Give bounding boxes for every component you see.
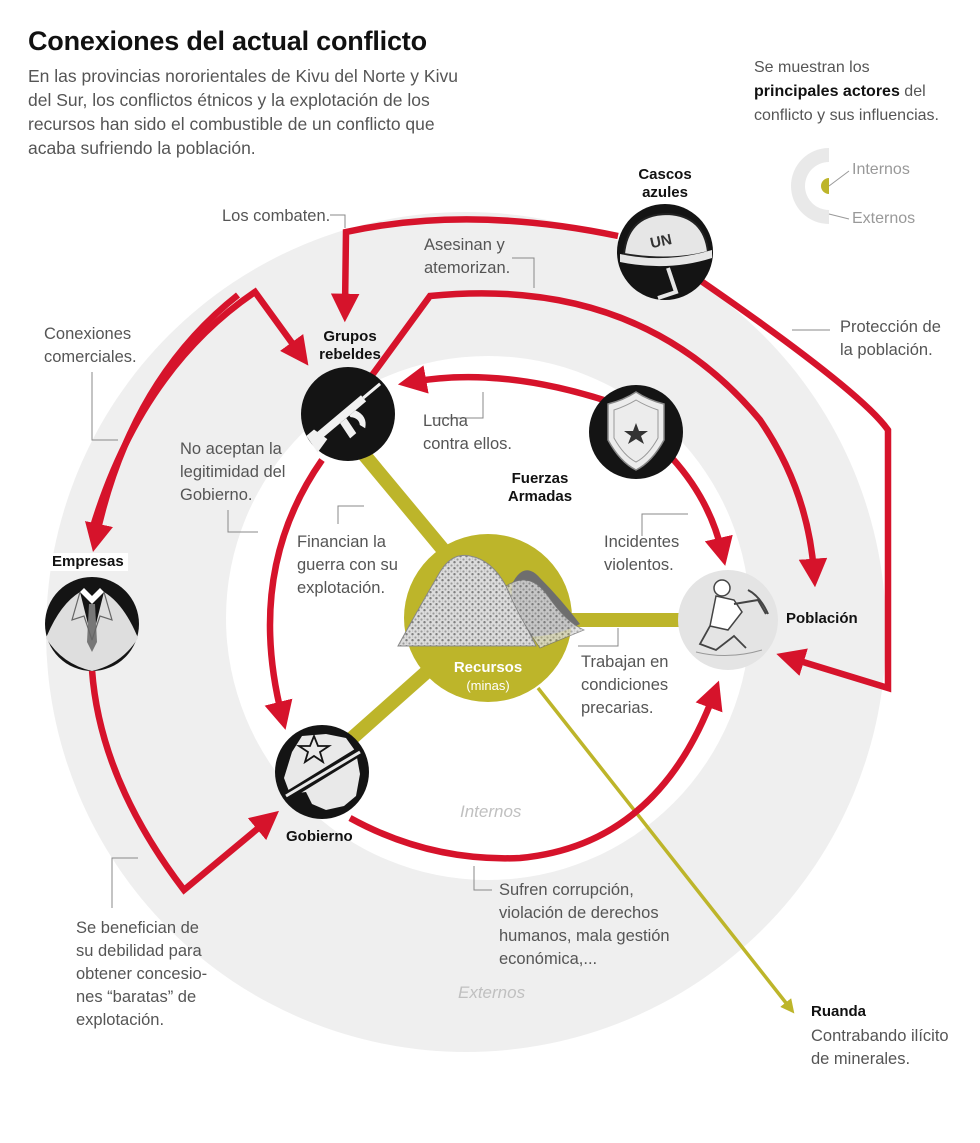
note-proteccion-1: Protección de	[840, 318, 941, 336]
note-sufren-3: humanos, mala gestión	[499, 927, 670, 945]
note-ruanda-1: Contrabando ilícito	[811, 1027, 949, 1045]
arrow-fuerzas-poblacion	[669, 455, 733, 566]
actor-gobierno: Gobierno	[286, 828, 353, 845]
legend-ring-icon	[791, 148, 850, 224]
legend-inner-label: Internos	[852, 161, 910, 178]
legend-note-bold: principales actores	[754, 83, 900, 100]
note-ruanda: Contrabando ilícito de minerales.	[811, 1025, 949, 1071]
recursos-icon: Recursos (minas)	[397, 534, 586, 702]
note-trabajan: Trabajan en condiciones precarias.	[581, 651, 668, 720]
page-title: Conexiones del actual conflicto	[28, 26, 427, 56]
legend-note: Se muestran los principales actores del …	[754, 56, 964, 128]
arrow-gobierno-poblacion	[348, 680, 723, 862]
recursos-label: Recursos	[454, 659, 522, 676]
note-lucha-1: Lucha	[423, 412, 468, 430]
gobierno-icon	[275, 725, 369, 819]
note-legitimidad: No aceptan la legitimidad del Gobierno.	[180, 438, 285, 507]
actor-cascos-azules: Cascos azules	[625, 166, 705, 202]
note-financian-2: guerra con su	[297, 556, 398, 574]
arrow-rebeldes-gobierno	[264, 458, 325, 730]
fuerzas-armadas-icon	[589, 385, 683, 479]
note-incidentes-1: Incidentes	[604, 533, 680, 551]
note-lucha-2: contra ellos.	[423, 435, 512, 453]
intro-text: En las provincias nororientales de Kivu …	[28, 66, 458, 158]
note-proteccion: Protección de la población.	[840, 316, 941, 362]
note-benefician-3: obtener concesio-	[76, 965, 208, 983]
note-legitimidad-3: Gobierno.	[180, 486, 253, 504]
arrow-rebeldes-empresas	[85, 292, 241, 552]
note-benefician-2: su debilidad para	[76, 942, 202, 960]
zone-outer-label: Externos	[458, 983, 526, 1002]
empresas-icon	[45, 577, 139, 671]
note-benefician-4: nes “baratas” de	[76, 988, 197, 1006]
svg-text:UN: UN	[649, 231, 674, 252]
actor-fuerzas-line1: Fuerzas	[511, 470, 569, 487]
actor-empresas: Empresas	[48, 553, 128, 571]
note-asesinan-1: Asesinan y	[424, 236, 505, 254]
actor-rebeldes-line2: rebeldes	[319, 346, 381, 363]
note-sufren-4: económica,...	[499, 950, 598, 968]
note-trabajan-3: precarias.	[581, 699, 654, 717]
note-sufren-2: violación de derechos	[499, 904, 659, 922]
actor-ruanda: Ruanda	[811, 1003, 867, 1020]
actor-grupos-rebeldes: Grupos rebeldes	[310, 328, 390, 364]
actor-fuerzas-armadas: Fuerzas Armadas	[500, 470, 580, 506]
actor-cascos-line1: Cascos	[638, 166, 692, 183]
note-financian: Financian la guerra con su explotación.	[297, 531, 398, 600]
actor-rebeldes-line1: Grupos	[323, 328, 377, 345]
note-financian-1: Financian la	[297, 533, 386, 551]
recursos-sublabel: (minas)	[466, 678, 509, 693]
note-comerciales-2: comerciales.	[44, 348, 137, 366]
influence-arrows	[85, 216, 892, 895]
note-benefician-5: explotación.	[76, 1011, 165, 1029]
arrow-rebeldes-poblacion	[367, 290, 828, 588]
legend-note-post: del conflicto y sus influencias.	[754, 83, 939, 124]
note-incidentes: Incidentes violentos.	[604, 531, 679, 577]
note-benefician: Se benefician de su debilidad para obten…	[76, 917, 207, 1032]
note-sufren: Sufren corrupción, violación de derechos…	[499, 879, 670, 971]
arrow-fuerzas-rebeldes	[397, 365, 612, 406]
note-proteccion-2: la población.	[840, 341, 933, 359]
note-comerciales-1: Conexiones	[44, 325, 132, 343]
note-trabajan-1: Trabajan en	[581, 653, 669, 671]
note-comerciales: Conexiones comerciales.	[44, 323, 137, 369]
note-benefician-1: Se benefician de	[76, 919, 199, 937]
actor-poblacion: Población	[786, 610, 858, 627]
zone-inner-label: Internos	[460, 802, 522, 821]
poblacion-icon	[678, 570, 778, 670]
note-combaten: Los combaten.	[222, 207, 331, 225]
note-sufren-1: Sufren corrupción,	[499, 881, 634, 899]
arrow-cascos-rebeldes	[330, 216, 619, 323]
note-incidentes-2: violentos.	[604, 556, 674, 574]
legend-note-pre: Se muestran los	[754, 59, 870, 76]
arrow-empresas-gobierno	[88, 669, 279, 895]
legend-outer-label: Externos	[852, 210, 916, 227]
note-trabajan-2: condiciones	[581, 676, 669, 694]
arrow-cascos-poblacion	[686, 269, 892, 693]
actor-fuerzas-line2: Armadas	[507, 488, 573, 505]
note-asesinan: Asesinan y atemorizan.	[424, 234, 510, 280]
leader-lines	[91, 214, 830, 908]
note-legitimidad-1: No aceptan la	[180, 440, 282, 458]
actor-cascos-line2: azules	[642, 184, 688, 201]
grupos-rebeldes-icon	[301, 367, 395, 461]
note-legitimidad-2: legitimidad del	[180, 463, 286, 481]
note-lucha: Lucha contra ellos.	[423, 410, 512, 456]
note-ruanda-2: de minerales.	[811, 1050, 911, 1068]
cascos-azules-icon: UN	[617, 204, 713, 300]
note-asesinan-2: atemorizan.	[424, 259, 511, 277]
smuggling-arrow	[536, 686, 795, 1014]
note-financian-3: explotación.	[297, 579, 386, 597]
